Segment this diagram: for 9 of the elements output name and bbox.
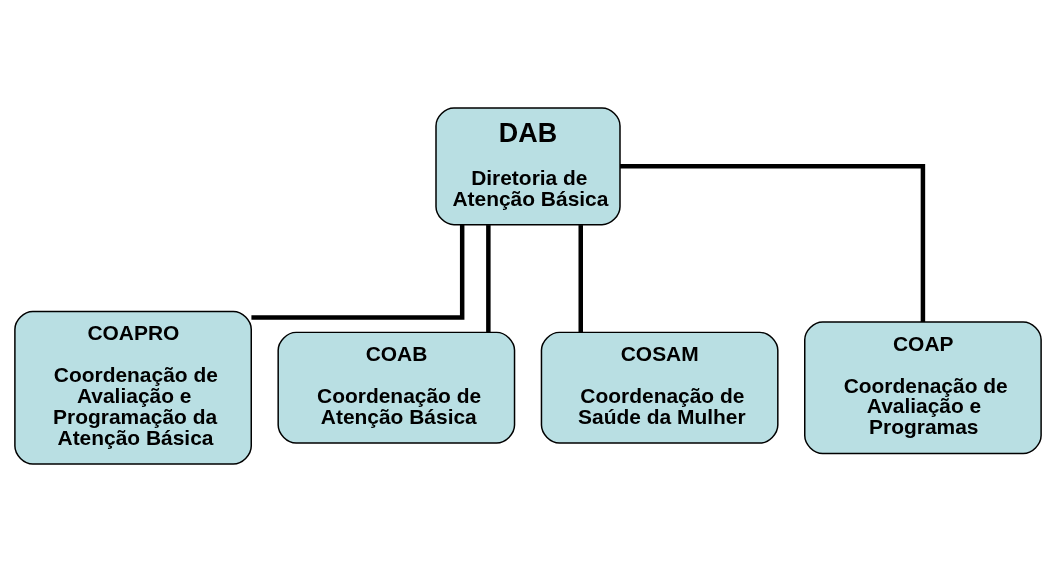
node-box: COAP Coordenação de Avaliação e Programas xyxy=(804,320,1042,454)
node-box: COAB Coordenação de Atenção Básica xyxy=(277,331,516,444)
node-box: COSAM Coordenação de Saúde da Mulher xyxy=(540,331,779,444)
connector xyxy=(620,163,926,322)
connector xyxy=(251,224,465,320)
connector xyxy=(486,224,491,332)
node-box: COAPRO Coordenação de Avaliação e Programação da Atenção Básica xyxy=(14,310,252,465)
connector xyxy=(578,224,583,332)
node-box: DAB Diretoria de Atenção Básica xyxy=(435,106,621,225)
